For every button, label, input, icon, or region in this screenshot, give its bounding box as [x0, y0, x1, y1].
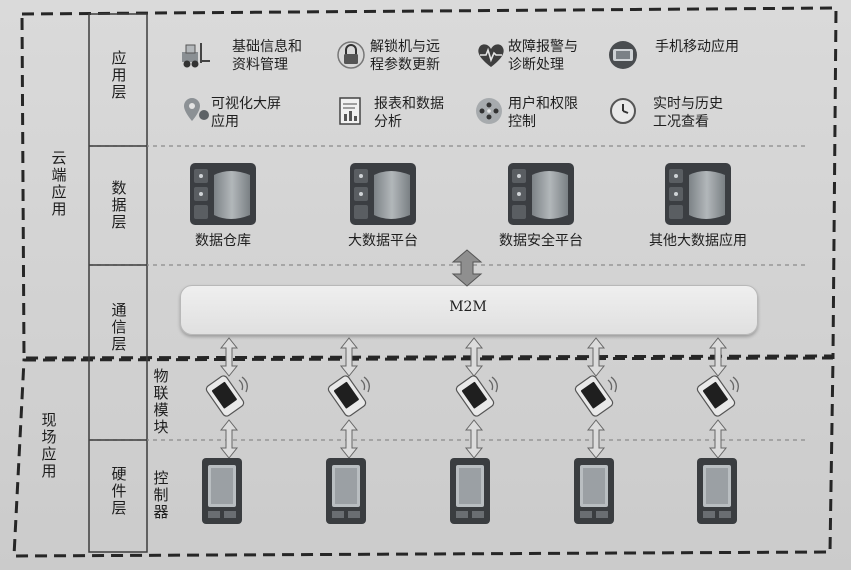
lock-icon — [335, 40, 367, 70]
app-label-basic-info: 基础信息和 资料管理 — [232, 39, 302, 73]
cloud-region-label: 云端应用 — [51, 149, 67, 218]
communication-layer-label: 通信层 — [111, 301, 127, 353]
report-chart-icon — [335, 96, 367, 126]
data-layer-label: 数据层 — [111, 179, 127, 231]
m2m-label: M2M — [449, 299, 487, 315]
m2m-module-arrow-1 — [220, 337, 238, 377]
controller-icon-5 — [697, 458, 737, 524]
iot-module-icon-2 — [326, 373, 370, 419]
m2m-module-arrow-4 — [587, 337, 605, 377]
iot-module-icon-3 — [454, 373, 498, 419]
data-platform-label-other: 其他大数据应用 — [649, 233, 747, 249]
module-controller-arrow-2 — [340, 419, 358, 459]
layer-column-box — [88, 13, 148, 553]
hardware-layer-label: 硬件层 — [111, 465, 127, 517]
users-network-icon — [473, 96, 505, 126]
cloud-region-frame — [20, 6, 838, 360]
application-layer-label: 应用层 — [111, 49, 127, 101]
m2m-module-arrow-5 — [709, 337, 727, 377]
module-controller-arrow-5 — [709, 419, 727, 459]
controller-icon-3 — [450, 458, 490, 524]
app-label-unlock-remote: 解锁机与远 程参数更新 — [370, 39, 440, 73]
iot-module-icon-1 — [204, 373, 248, 419]
field-region-frame — [12, 356, 835, 558]
iot-module-label: 物联模块 — [153, 367, 169, 436]
data-platform-label-security: 数据安全平台 — [499, 233, 583, 249]
app-label-mobile-app: 手机移动应用 — [655, 39, 739, 55]
m2m-bar — [180, 285, 758, 335]
app-label-fault-alarm: 故障报警与 诊断处理 — [508, 39, 578, 73]
m2m-module-arrow-2 — [340, 337, 358, 377]
field-region-label: 现场应用 — [41, 411, 57, 480]
controller-icon-2 — [326, 458, 366, 524]
forklift-truck-icon — [180, 40, 212, 70]
iot-module-icon-4 — [573, 373, 617, 419]
location-pin-icon — [180, 95, 212, 125]
controller-icon-1 — [202, 458, 242, 524]
controller-icon-4 — [574, 458, 614, 524]
app-label-visual-screen: 可视化大屏 应用 — [211, 96, 281, 130]
data-m2m-bidirectional-arrow — [452, 249, 482, 287]
data-platform-label-big-data: 大数据平台 — [348, 233, 418, 249]
module-controller-arrow-1 — [220, 419, 238, 459]
m2m-module-arrow-3 — [465, 337, 483, 377]
iot-module-icon-5 — [695, 373, 739, 419]
clock-icon — [607, 96, 639, 126]
module-controller-arrow-3 — [465, 419, 483, 459]
data-platform-label-warehouse: 数据仓库 — [195, 233, 251, 249]
app-label-realtime-history: 实时与历史 工况查看 — [653, 96, 723, 130]
mobile-phone-icon — [607, 40, 639, 70]
app-label-report-analysis: 报表和数据 分析 — [374, 96, 444, 130]
app-label-user-permission: 用户和权限 控制 — [508, 96, 578, 130]
controller-label: 控制器 — [153, 469, 169, 521]
heart-pulse-icon — [475, 40, 507, 70]
module-controller-arrow-4 — [587, 419, 605, 459]
